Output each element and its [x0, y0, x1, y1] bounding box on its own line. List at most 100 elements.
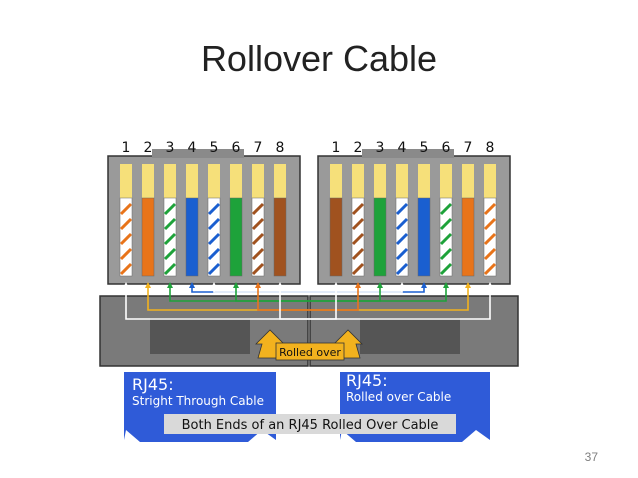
contact-pin — [374, 164, 386, 198]
right-wires — [329, 164, 497, 277]
left_connector-wire-3 — [163, 164, 177, 277]
slide-title: Rollover Cable — [200, 38, 438, 79]
crossover-line-5 — [213, 284, 403, 293]
wire-stripe — [119, 247, 133, 261]
wire-stripe — [351, 217, 365, 231]
wire-stripe — [483, 202, 497, 216]
arrow-head-icon — [377, 282, 383, 288]
contact-pin — [440, 164, 452, 198]
right_connector-wire-1 — [329, 164, 343, 277]
wire-stripe — [351, 202, 365, 216]
contact-pin — [208, 164, 220, 198]
left_connector-pin-label-6: 6 — [232, 140, 241, 156]
right_connector-wire-8 — [483, 164, 497, 277]
contact-pin — [330, 164, 342, 198]
caption-bar: Both Ends of an RJ45 Rolled Over Cable — [164, 414, 456, 434]
wire-stripe — [251, 247, 265, 261]
rolled-over-box — [275, 342, 345, 361]
arrow-head-icon — [333, 282, 339, 288]
wire-stripe — [439, 232, 453, 246]
arrow-head-icon — [487, 282, 493, 288]
wire-stripe — [483, 262, 497, 276]
contact-pin — [186, 164, 198, 198]
wire-stripe — [351, 247, 365, 261]
wire-stripe — [163, 217, 177, 231]
right_connector-pin-label-3: 3 — [376, 140, 385, 156]
right-ribbon-subtitle: Rolled over Cable — [346, 390, 451, 404]
right_connector-pin-label-8: 8 — [486, 140, 495, 156]
wire-stripe — [251, 217, 265, 231]
contact-pin — [484, 164, 496, 198]
wire-stripe — [439, 247, 453, 261]
left_connector-wire-7 — [251, 164, 265, 277]
right_connector-wire-7 — [461, 164, 475, 277]
left_connector-pin-label-5: 5 — [210, 140, 219, 156]
wire-insulation — [273, 197, 287, 277]
left_connector-wire-6 — [229, 164, 243, 277]
left-connector-window — [150, 318, 250, 354]
left_connector-pin-label-4: 4 — [188, 140, 197, 156]
arrow-head-icon — [443, 282, 449, 288]
right-connector-window — [360, 318, 460, 354]
wire-stripe — [395, 232, 409, 246]
rolled-over-label: Rolled over — [279, 346, 341, 359]
right_connector-wire-3 — [373, 164, 387, 277]
left_connector-wire-8 — [273, 164, 287, 277]
right-ribbon-title: RJ45: — [346, 371, 388, 390]
caption-background — [164, 414, 456, 434]
wire-stripe — [251, 262, 265, 276]
contact-pin — [164, 164, 176, 198]
contact-pin — [396, 164, 408, 198]
wire-stripe — [351, 262, 365, 276]
wire-stripe — [207, 247, 221, 261]
right_connector-pin-label-1: 1 — [332, 140, 341, 156]
left-wires — [119, 164, 287, 277]
wire-stripe — [351, 232, 365, 246]
caption-text: Both Ends of an RJ45 Rolled Over Cable — [182, 418, 439, 433]
wire-insulation — [373, 197, 387, 277]
wire-stripe — [119, 202, 133, 216]
right_connector-pin-label-5: 5 — [420, 140, 429, 156]
wire-stripe — [207, 262, 221, 276]
wire-stripe — [439, 262, 453, 276]
left_connector-pin-label-2: 2 — [144, 140, 153, 156]
left_connector-wire-5 — [207, 164, 221, 277]
left-connector-head — [107, 155, 301, 285]
left-ribbon-subtitle: Stright Through Cable — [132, 394, 264, 408]
contact-pin — [462, 164, 474, 198]
page-number: 37 — [584, 450, 598, 464]
wire-stripe — [251, 232, 265, 246]
left_connector-wire-2 — [141, 164, 155, 277]
arrow-head-icon — [233, 282, 239, 288]
arrow-head-icon — [189, 282, 195, 288]
left_connector-pin-label-3: 3 — [166, 140, 175, 156]
arrow-head-icon — [399, 282, 405, 288]
contact-pin — [120, 164, 132, 198]
left_connector-wire-1 — [119, 164, 133, 277]
arrow-head-icon — [421, 282, 427, 288]
wire-stripe — [207, 202, 221, 216]
arrow-head-icon — [277, 282, 283, 288]
wire-stripe — [119, 217, 133, 231]
right_connector-wire-2 — [351, 164, 365, 277]
wire-stripe — [163, 247, 177, 261]
wire-stripe — [395, 217, 409, 231]
wire-stripe — [163, 232, 177, 246]
wire-stripe — [439, 217, 453, 231]
arrow-head-icon — [255, 282, 261, 288]
right-connector-tab — [362, 149, 454, 158]
wire-stripe — [483, 217, 497, 231]
left_connector-pin-label-7: 7 — [254, 140, 263, 156]
left-ribbon-title: RJ45: — [132, 375, 174, 394]
crossover-line-8 — [279, 284, 337, 320]
wire-stripe — [439, 202, 453, 216]
crossover-lines — [123, 282, 493, 320]
contact-pin — [418, 164, 430, 198]
right-connector-head — [317, 155, 511, 285]
wire-stripe — [119, 262, 133, 276]
wire-stripe — [395, 202, 409, 216]
wire-stripe — [163, 262, 177, 276]
